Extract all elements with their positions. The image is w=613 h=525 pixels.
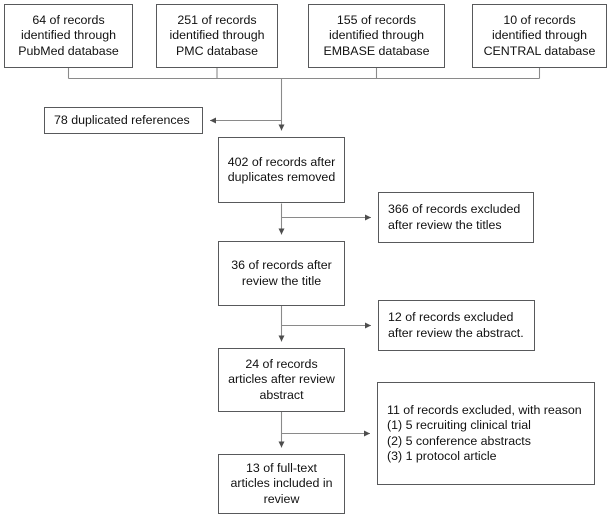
node-included[interactable]: 13 of full-text articles included in rev… [218, 454, 345, 514]
node-excluded-abstract[interactable]: 12 of records excluded after review the … [378, 300, 535, 351]
node-after-duplicates-text: 402 of records after duplicates removed [227, 154, 336, 185]
node-source-embase-text: 155 of records identified through EMBASE… [323, 12, 430, 58]
node-excluded-abstract-text: 12 of records excluded after review the … [388, 310, 524, 340]
node-duplicated-references[interactable]: 78 duplicated references [44, 107, 203, 134]
node-source-pubmed-text: 64 of records identified through PubMed … [18, 12, 119, 58]
node-duplicated-references-text: 78 duplicated references [54, 112, 190, 127]
node-source-pubmed[interactable]: 64 of records identified through PubMed … [4, 4, 133, 68]
node-after-titles-text: 36 of records after review the title [231, 258, 332, 288]
node-after-duplicates[interactable]: 402 of records after duplicates removed [218, 137, 345, 203]
node-excluded-with-reasons-text: 11 of records excluded, with reason (1) … [387, 402, 582, 464]
node-source-central-text: 10 of records identified through CENTRAL… [483, 12, 596, 58]
node-excluded-titles-text: 366 of records excluded after review the… [388, 202, 521, 232]
node-after-abstract-text: 24 of records articles after review abst… [228, 356, 335, 402]
node-excluded-with-reasons[interactable]: 11 of records excluded, with reason (1) … [377, 382, 595, 485]
node-after-titles[interactable]: 36 of records after review the title [218, 241, 345, 306]
node-excluded-titles[interactable]: 366 of records excluded after review the… [378, 192, 534, 243]
node-source-central[interactable]: 10 of records identified through CENTRAL… [472, 4, 607, 68]
node-source-embase[interactable]: 155 of records identified through EMBASE… [308, 4, 445, 68]
node-source-pmc-text: 251 of records identified through PMC da… [169, 12, 265, 58]
node-included-text: 13 of full-text articles included in rev… [230, 460, 333, 506]
node-source-pmc[interactable]: 251 of records identified through PMC da… [156, 4, 278, 68]
node-after-abstract[interactable]: 24 of records articles after review abst… [218, 348, 345, 412]
